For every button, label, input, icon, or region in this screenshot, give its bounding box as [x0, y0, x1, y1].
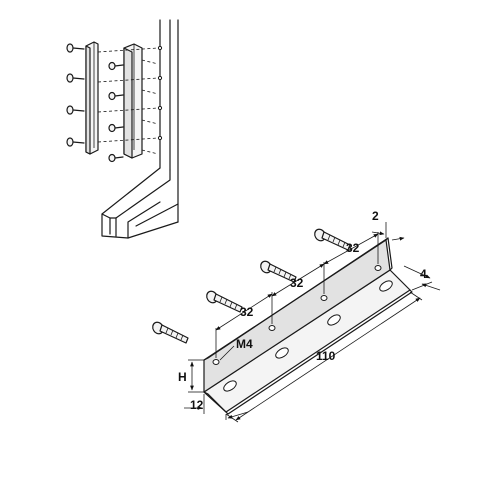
bracket-m4-hole [212, 359, 220, 365]
dim-label-2: 2 [372, 209, 379, 223]
dim-label-32-left: 32 [240, 305, 254, 319]
bracket-m4-hole [268, 325, 276, 331]
main-bracket-view: 2 4 32 32 32 M4 110 H 12 [152, 209, 441, 423]
dim-label-32-middle: 32 [290, 276, 304, 290]
thickness-dimension [371, 222, 405, 241]
inset-screw [108, 123, 124, 133]
dim-label-32-right: 32 [346, 241, 360, 255]
inset-left-rail [85, 41, 99, 155]
cabinet-frame [101, 19, 179, 239]
height-offset-dimension [403, 265, 441, 291]
bracket-m4-hole [320, 295, 328, 301]
dim-label-4: 4 [420, 267, 427, 281]
screw [314, 228, 351, 251]
inset-screw [66, 137, 85, 147]
inset-alignment-lines [97, 45, 163, 155]
screw [206, 290, 243, 313]
height-dimension [188, 359, 204, 393]
inset-assembly-view [66, 19, 179, 239]
m4-leader [219, 345, 235, 361]
dim-label-110: 110 [316, 349, 336, 363]
bracket-hole [379, 280, 393, 292]
inset-screw [108, 153, 124, 163]
flange-width-dimension [184, 394, 249, 420]
screw [152, 321, 189, 344]
dim-label-h: H [178, 370, 187, 384]
inset-screw [66, 73, 85, 83]
inset-screw [108, 61, 124, 71]
inset-right-rail [123, 43, 143, 159]
inset-screw [108, 91, 124, 101]
dim-label-12: 12 [190, 398, 204, 412]
inset-screw [66, 105, 85, 115]
bracket-m4-hole [374, 265, 382, 271]
dim-label-m4: M4 [236, 337, 253, 351]
inset-screw [66, 43, 85, 53]
